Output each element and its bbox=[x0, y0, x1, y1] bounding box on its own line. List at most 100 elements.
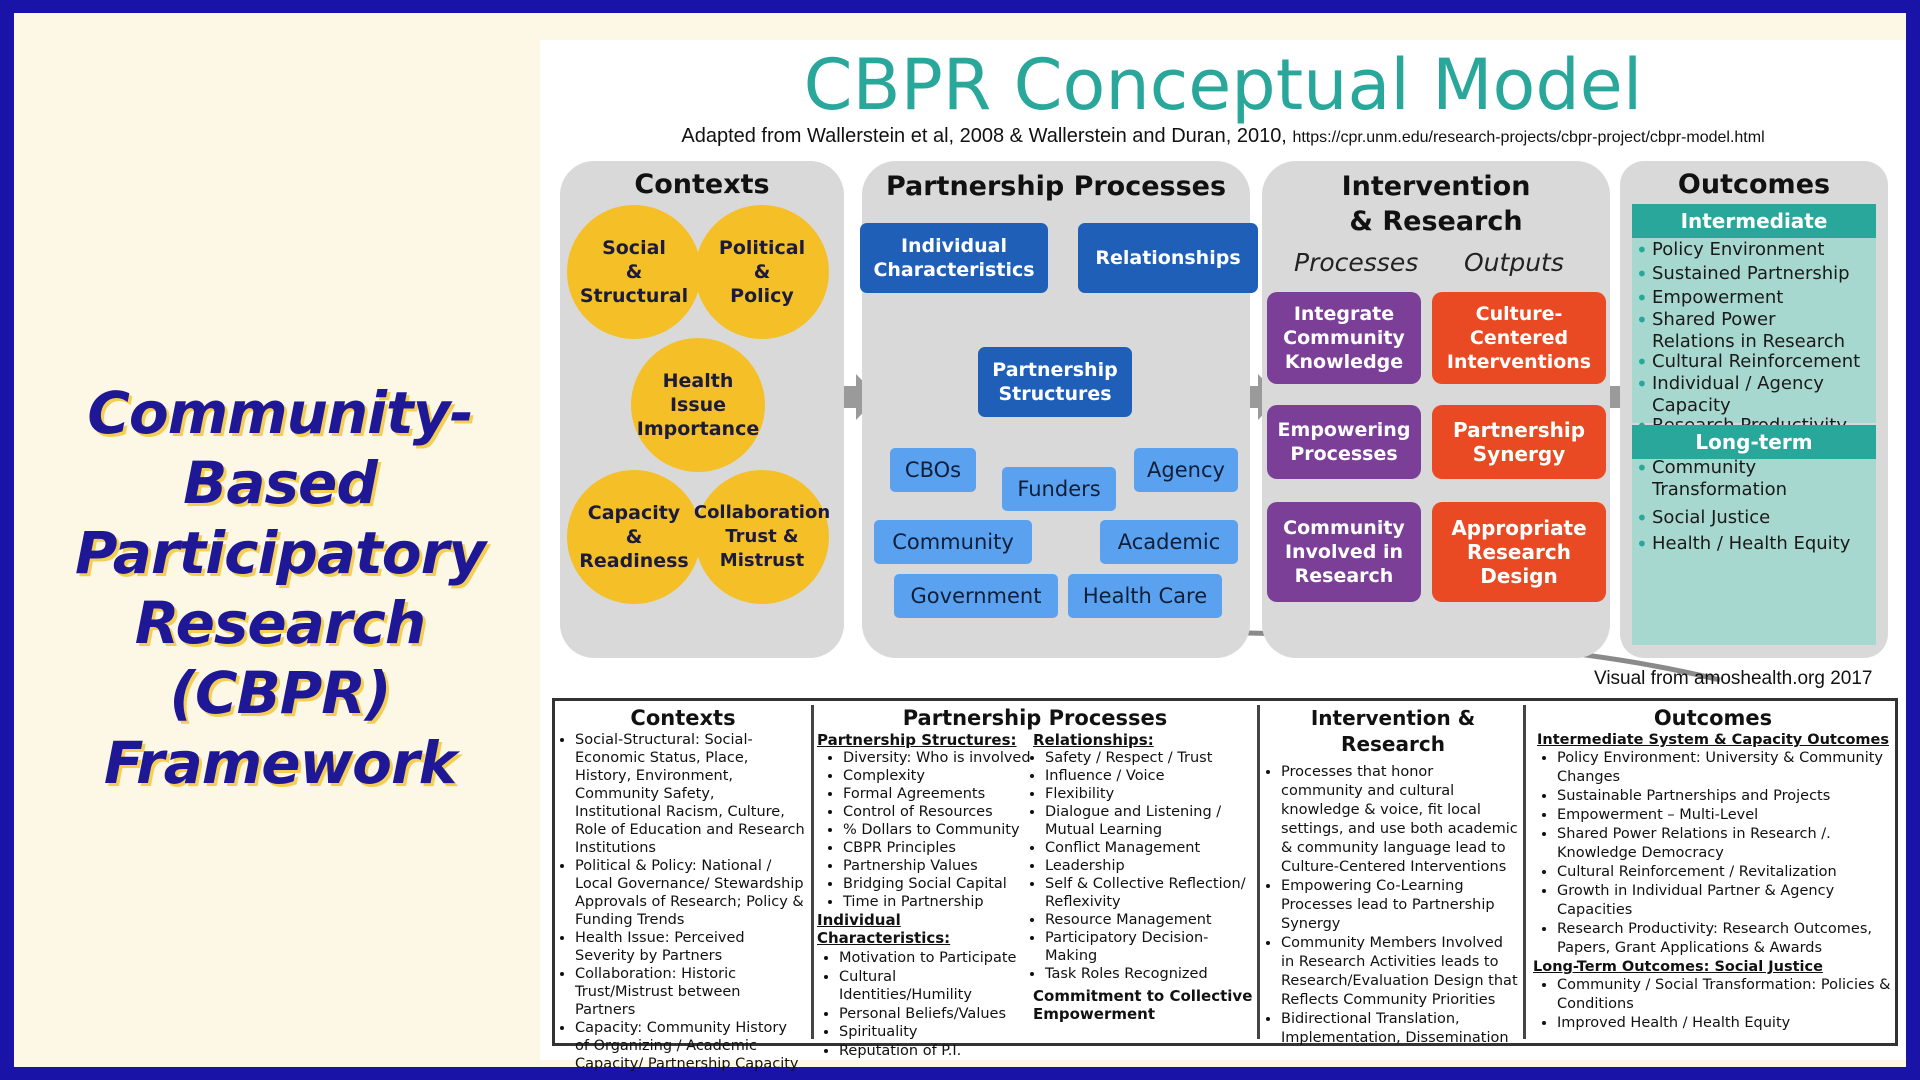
framework-title-line: Framework bbox=[103, 729, 457, 797]
outcome-item: Shared Power Relations in Research bbox=[1636, 309, 1845, 353]
intervention-list: Processes that honor community and cultu… bbox=[1267, 763, 1519, 1048]
intermediate-header: Intermediate bbox=[1632, 204, 1876, 238]
list-item: Community / Social Transformation: Polic… bbox=[1557, 976, 1893, 1014]
table-contexts-heading: Contexts bbox=[630, 706, 736, 730]
outcome-item: Cultural Reinforcement bbox=[1636, 351, 1860, 373]
commitment-text: Commitment to Collective Empowerment bbox=[1033, 987, 1253, 1023]
list-item: Influence / Voice bbox=[1045, 767, 1253, 785]
list-item: Control of Resources bbox=[843, 803, 1031, 821]
framework-title-line: Research bbox=[134, 589, 426, 657]
list-item: CBPR Principles bbox=[843, 839, 1031, 857]
list-item: Dialogue and Listening / Mutual Learning bbox=[1045, 803, 1253, 839]
intermediate-subheading: Intermediate System & Capacity Outcomes bbox=[1537, 732, 1889, 748]
list-item: Self & Collective Reflection/ Reflexivit… bbox=[1045, 875, 1253, 911]
outcome-item: Policy Environment bbox=[1636, 239, 1824, 261]
partnership-heading: Partnership Processes bbox=[885, 171, 1227, 202]
table-partnership: Partnership Processes Partnership Struct… bbox=[817, 705, 1253, 1059]
list-item: Empowerment – Multi-Level bbox=[1557, 806, 1893, 825]
individual-list: Motivation to Participate Cultural Ident… bbox=[817, 949, 1031, 1060]
list-item: Community Members Involved in Research A… bbox=[1281, 934, 1519, 1010]
list-item: Social-Structural: Social-Economic Statu… bbox=[575, 731, 805, 857]
column-divider bbox=[811, 705, 814, 1039]
member-government: Government bbox=[894, 574, 1058, 618]
processes-label: Processes bbox=[1294, 248, 1419, 277]
capacity-readiness-circle: Capacity & Readiness bbox=[567, 470, 701, 604]
list-item: Partnership Values bbox=[843, 857, 1031, 875]
individual-subheading: Individual Characteristics: bbox=[817, 911, 951, 947]
list-item: Resource Management bbox=[1045, 911, 1253, 929]
column-divider bbox=[1523, 705, 1526, 1039]
column-divider bbox=[1257, 705, 1260, 1039]
table-contexts: Contexts Social-Structural: Social-Econo… bbox=[561, 705, 805, 1072]
member-community: Community bbox=[874, 520, 1032, 564]
list-item: Personal Beliefs/Values bbox=[839, 1005, 1031, 1024]
structures-subheading: Partnership Structures: bbox=[817, 731, 1017, 749]
model-title: CBPR Conceptual Model bbox=[803, 44, 1643, 126]
detail-table: Contexts Social-Structural: Social-Econo… bbox=[552, 698, 1898, 1072]
framework-title-line: Participatory bbox=[74, 519, 486, 587]
partnership-right-col: Relationships: Safety / Respect / Trust … bbox=[1033, 731, 1253, 1023]
outcome-item: Community Transformation bbox=[1636, 457, 1787, 501]
outcome-item: Sustained Partnership bbox=[1636, 263, 1850, 285]
member-health-care: Health Care bbox=[1068, 574, 1222, 618]
page-frame: Community-Based Participatory Research (… bbox=[14, 13, 1906, 1072]
list-item: Motivation to Participate bbox=[839, 949, 1031, 968]
list-item: Spirituality bbox=[839, 1023, 1031, 1042]
health-issue-circle: Health Issue Importance bbox=[631, 338, 765, 472]
table-outcomes: Outcomes Intermediate System & Capacity … bbox=[1533, 705, 1893, 1039]
collaboration-trust-circle: Collaboration Trust & Mistrust bbox=[694, 470, 830, 604]
list-item: Reputation of P.I. bbox=[839, 1042, 1031, 1061]
list-item: Diversity: Who is involved bbox=[843, 749, 1031, 767]
social-structural-circle: Social & Structural bbox=[567, 205, 701, 339]
integrate-knowledge-box: Integrate Community Knowledge bbox=[1267, 292, 1421, 384]
partnership-synergy-box: Partnership Synergy bbox=[1432, 405, 1606, 479]
relationships-list: Safety / Respect / Trust Influence / Voi… bbox=[1033, 749, 1253, 983]
appropriate-design-box: Appropriate Research Design bbox=[1432, 502, 1606, 602]
list-item: Collaboration: Historic Trust/Mistrust b… bbox=[575, 965, 805, 1019]
list-item: Safety / Respect / Trust bbox=[1045, 749, 1253, 767]
list-item: Conflict Management bbox=[1045, 839, 1253, 857]
source-link[interactable]: https://cpr.unm.edu/research-projects/cb… bbox=[1292, 129, 1765, 146]
list-item: Sustainable Partnerships and Projects bbox=[1557, 787, 1893, 806]
member-cbos: CBOs bbox=[890, 448, 976, 492]
visual-credit: Visual from amoshealth.org 2017 bbox=[1594, 668, 1873, 689]
list-item: Participatory Decision-Making bbox=[1045, 929, 1253, 965]
list-item: % Dollars to Community bbox=[843, 821, 1031, 839]
table-intervention-heading: Intervention & Research bbox=[1310, 706, 1476, 756]
list-item: Bidirectional Translation, Implementatio… bbox=[1281, 1010, 1519, 1048]
framework-title-line: Community-Based bbox=[87, 379, 473, 517]
relationships-subheading: Relationships: bbox=[1033, 731, 1154, 749]
outcome-item: Social Justice bbox=[1636, 507, 1770, 529]
list-item: Formal Agreements bbox=[843, 785, 1031, 803]
contexts-heading: Contexts bbox=[634, 169, 770, 200]
outcome-item: Health / Health Equity bbox=[1636, 533, 1850, 555]
list-item: Empowering Co-Learning Processes lead to… bbox=[1281, 877, 1519, 934]
list-item: Bridging Social Capital bbox=[843, 875, 1031, 893]
framework-title: Community-Based Participatory Research (… bbox=[14, 378, 546, 798]
longterm-subheading: Long-Term Outcomes: Social Justice bbox=[1533, 959, 1823, 975]
list-item: Time in Partnership bbox=[843, 893, 1031, 911]
member-funders: Funders bbox=[1002, 467, 1116, 511]
culture-centered-box: Culture- Centered Interventions bbox=[1432, 292, 1606, 384]
list-item: Flexibility bbox=[1045, 785, 1253, 803]
list-item: Improved Health / Health Equity bbox=[1557, 1014, 1893, 1033]
model-subtitle: Adapted from Wallerstein et al, 2008 & W… bbox=[540, 125, 1906, 148]
structures-list: Diversity: Who is involved Complexity Fo… bbox=[817, 749, 1031, 911]
list-item: Task Roles Recognized bbox=[1045, 965, 1253, 983]
empowering-processes-box: Empowering Processes bbox=[1267, 405, 1421, 479]
list-item: Policy Environment: University & Communi… bbox=[1557, 749, 1893, 787]
member-agency: Agency bbox=[1134, 448, 1238, 492]
list-item: Research Productivity: Research Outcomes… bbox=[1557, 920, 1893, 958]
community-involved-box: Community Involved in Research bbox=[1267, 502, 1421, 602]
individual-characteristics-box: Individual Characteristics bbox=[860, 223, 1048, 293]
longterm-header: Long-term bbox=[1632, 425, 1876, 459]
contexts-list: Social-Structural: Social-Economic Statu… bbox=[561, 731, 805, 1073]
member-academic: Academic bbox=[1100, 520, 1238, 564]
outcome-item: Individual / Agency Capacity bbox=[1636, 373, 1824, 417]
outputs-label: Outputs bbox=[1464, 248, 1564, 277]
framework-title-line: (CBPR) bbox=[169, 659, 392, 727]
model-panel: CBPR Conceptual Model Adapted from Walle… bbox=[540, 40, 1906, 1072]
outcomes-column: Outcomes Intermediate Policy Environment… bbox=[1620, 161, 1888, 658]
intermediate-list: Policy Environment: University & Communi… bbox=[1533, 749, 1893, 958]
table-outcomes-heading: Outcomes bbox=[1653, 706, 1773, 730]
